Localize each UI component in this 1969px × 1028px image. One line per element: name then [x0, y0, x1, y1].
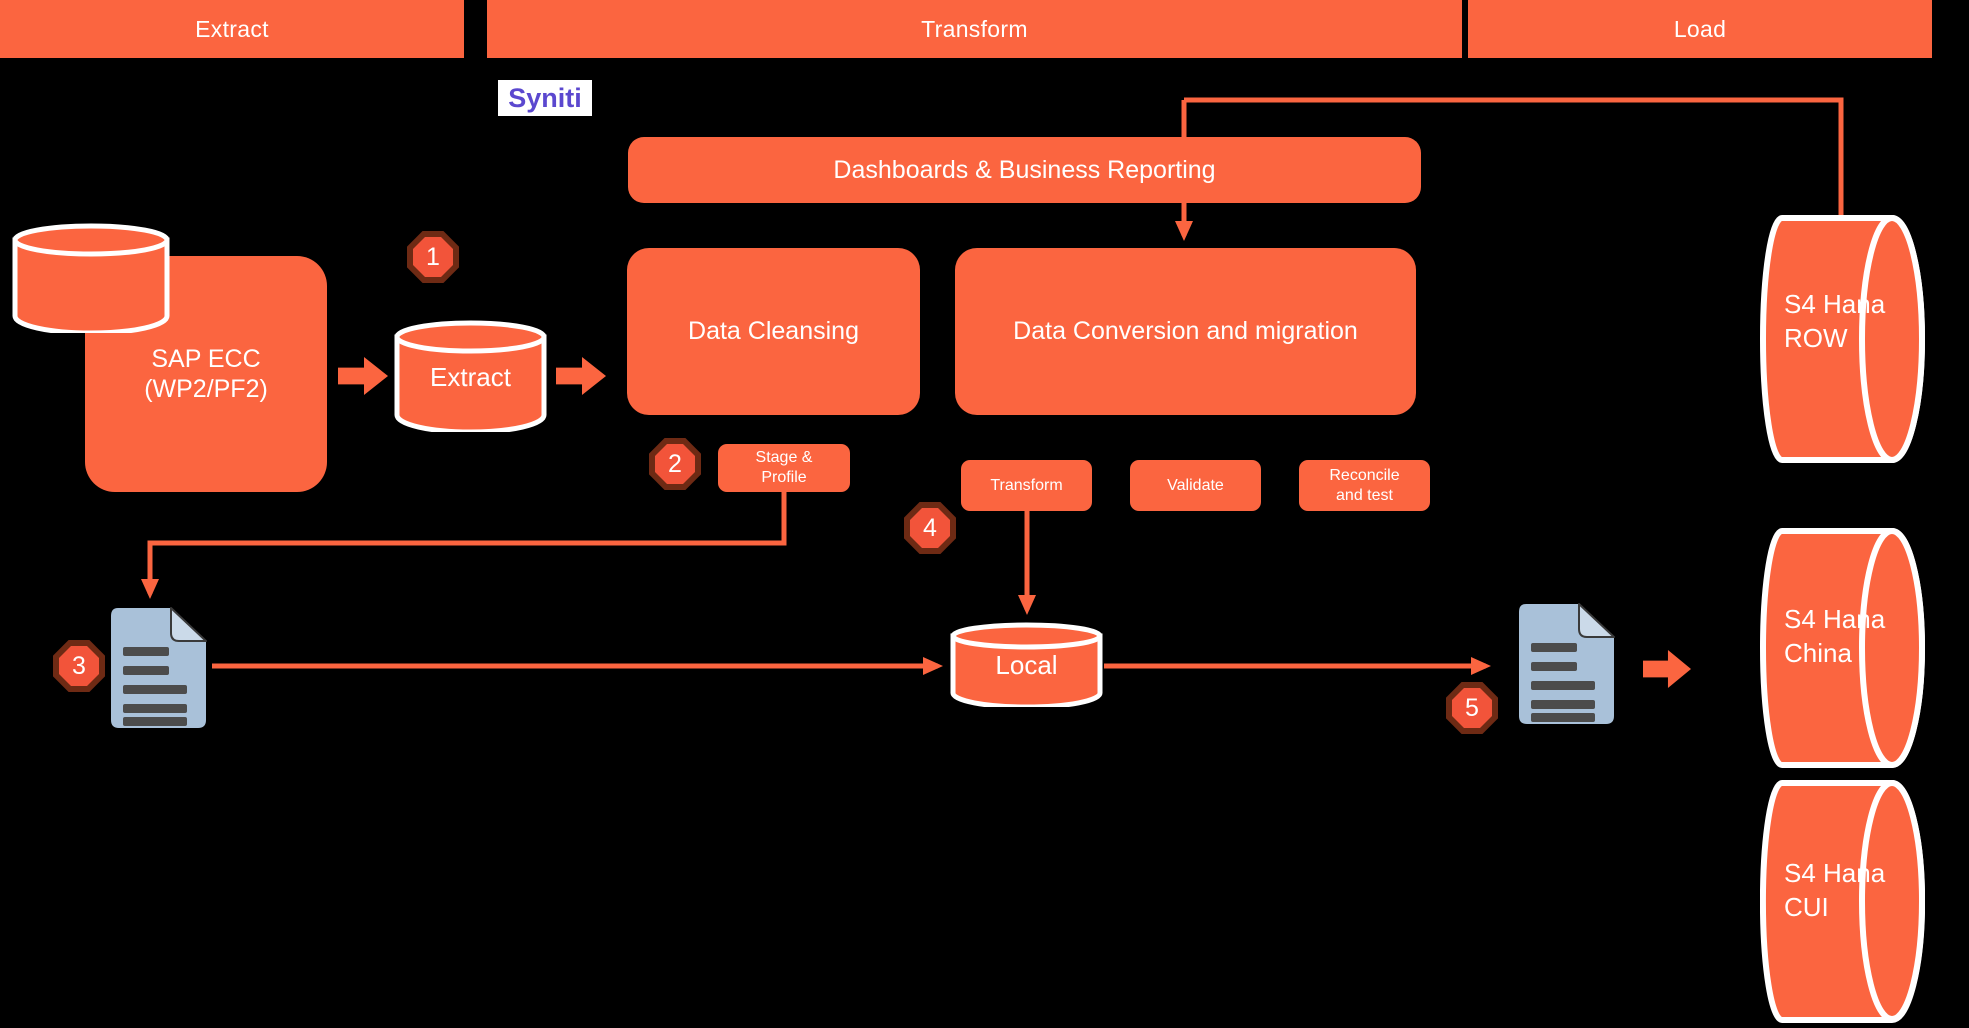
header-bar-transform: Transform [487, 0, 1462, 58]
s4-cui-line1: S4 Hana [1784, 858, 1886, 888]
step-badge-4: 4 [904, 502, 956, 554]
cylinder-shape [1760, 215, 1925, 463]
s4-row-line1: S4 Hana [1784, 289, 1886, 319]
local-db-label: Local [995, 650, 1058, 680]
s4-hana-cui-label: S4 Hana CUI [1760, 856, 1925, 924]
header-load-label: Load [1673, 15, 1727, 42]
s4-row-line2: ROW [1784, 323, 1848, 353]
s4-cui-line2: CUI [1784, 892, 1829, 922]
stage-profile-line1: Stage & [755, 449, 813, 467]
transform-step-box: Transform [961, 460, 1092, 511]
sap-ecc-label: SAP ECC (WP2/PF2) [144, 344, 268, 405]
sap-source-database-cylinder [12, 223, 170, 333]
reconcile-test-label: Reconcile and test [1329, 466, 1399, 505]
step-badge-2-number: 2 [668, 449, 682, 478]
stage-profile-label: Stage & Profile [756, 448, 813, 487]
stage-profile-box: Stage & Profile [718, 444, 850, 492]
step-badge-2: 2 [649, 438, 701, 490]
data-conversion-box: Data Conversion and migration [955, 248, 1416, 415]
s4-china-line1: S4 Hana [1784, 604, 1886, 634]
syniti-logo: Syniti [498, 80, 592, 116]
header-bar-load: Load [1468, 0, 1932, 58]
transform-step-label: Transform [990, 476, 1063, 494]
validate-step-label: Validate [1167, 476, 1224, 494]
step-badge-1-number: 1 [426, 242, 440, 271]
dashboards-reporting-box: Dashboards & Business Reporting [628, 137, 1421, 203]
header-transform-label: Transform [921, 15, 1028, 42]
sap-ecc-label-line2: (WP2/PF2) [144, 375, 268, 403]
syniti-logo-text: Syniti [508, 82, 582, 113]
cylinder-shape [1760, 780, 1925, 1023]
connector-reporting-to-s4row [1184, 97, 1844, 218]
s4-hana-row-cylinder: S4 Hana ROW [1760, 215, 1925, 463]
step-badge-3-number: 3 [72, 651, 86, 680]
extract-file-document-icon [110, 607, 207, 734]
reconcile-line1: Reconcile [1329, 466, 1400, 484]
step-badge-5-number: 5 [1465, 693, 1479, 722]
step-badge-4-number: 4 [923, 513, 937, 542]
sap-ecc-label-line1: SAP ECC [151, 344, 261, 373]
dashboards-reporting-label: Dashboards & Business Reporting [833, 155, 1216, 184]
data-cleansing-box: Data Cleansing [627, 248, 920, 415]
data-cleansing-label: Data Cleansing [688, 317, 859, 345]
reconcile-test-box: Reconcile and test [1299, 460, 1430, 511]
s4-hana-china-cylinder: S4 Hana China [1760, 528, 1925, 768]
extract-database-cylinder: Extract [394, 320, 547, 432]
s4-china-line2: China [1784, 638, 1852, 668]
document-icon-shape [1519, 603, 1615, 724]
reconcile-line2: and test [1336, 486, 1393, 504]
load-file-document-icon [1518, 603, 1615, 730]
extract-db-label: Extract [430, 362, 511, 392]
s4-hana-china-label: S4 Hana China [1760, 602, 1925, 670]
cylinder-shape [12, 223, 170, 333]
local-database-cylinder: Local [950, 622, 1103, 707]
document-icon-shape [111, 607, 207, 728]
cylinder-shape [1760, 528, 1925, 768]
step-badge-5: 5 [1446, 682, 1498, 734]
connector-stage-to-file [141, 490, 787, 599]
header-bar-extract: Extract [0, 0, 464, 58]
step-badge-1: 1 [407, 231, 459, 283]
validate-step-box: Validate [1130, 460, 1261, 511]
s4-hana-row-label: S4 Hana ROW [1760, 287, 1925, 355]
stage-profile-line2: Profile [761, 469, 807, 486]
cylinder-shape [394, 320, 547, 432]
data-conversion-label: Data Conversion and migration [1013, 317, 1358, 345]
step-badge-3: 3 [53, 640, 105, 692]
cylinder-shape [950, 622, 1103, 707]
header-extract-label: Extract [195, 15, 269, 42]
s4-hana-cui-cylinder: S4 Hana CUI [1760, 780, 1925, 1023]
